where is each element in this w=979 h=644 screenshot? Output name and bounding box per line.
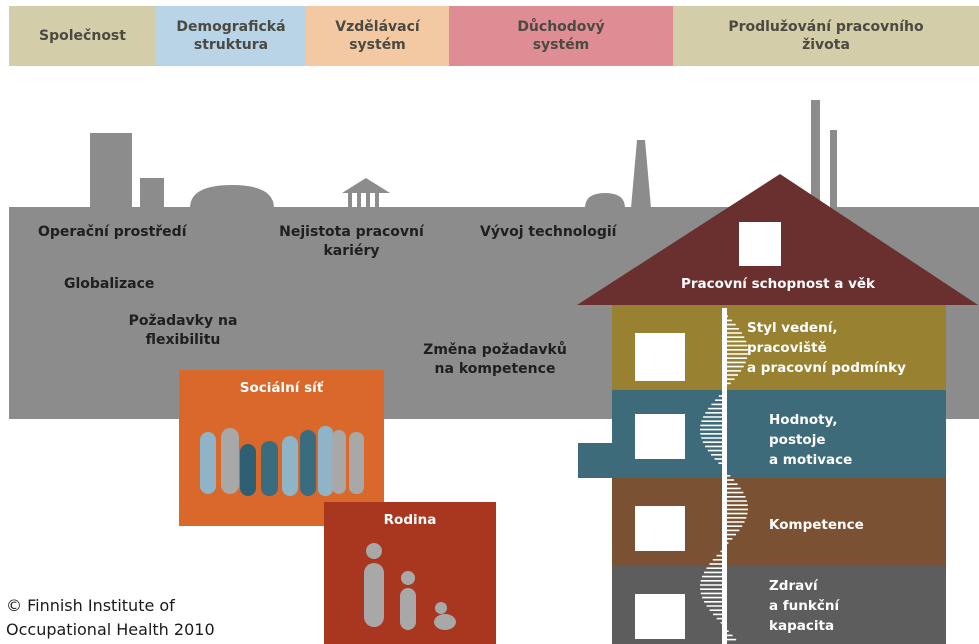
family-title: Rodina <box>383 512 437 528</box>
dna-helix <box>700 315 748 641</box>
header-item-society: Společnost <box>9 6 156 66</box>
social-network-title: Sociální síť <box>239 380 324 396</box>
balcony <box>578 443 614 478</box>
floor-label-competence: Kompetence <box>769 517 864 533</box>
label-operating-environment: Operační prostředí <box>38 224 187 240</box>
label-technology: Vývoj technologií <box>480 224 617 240</box>
roof-title: Pracovní schopnost a věk <box>680 276 876 292</box>
roof-window <box>739 222 781 266</box>
house-windows <box>635 333 685 639</box>
people-figures <box>200 426 364 496</box>
family-figures <box>364 543 416 630</box>
dog-icon <box>434 602 456 630</box>
skyline-silhouette <box>90 100 837 210</box>
label-globalization: Globalizace <box>64 276 155 292</box>
